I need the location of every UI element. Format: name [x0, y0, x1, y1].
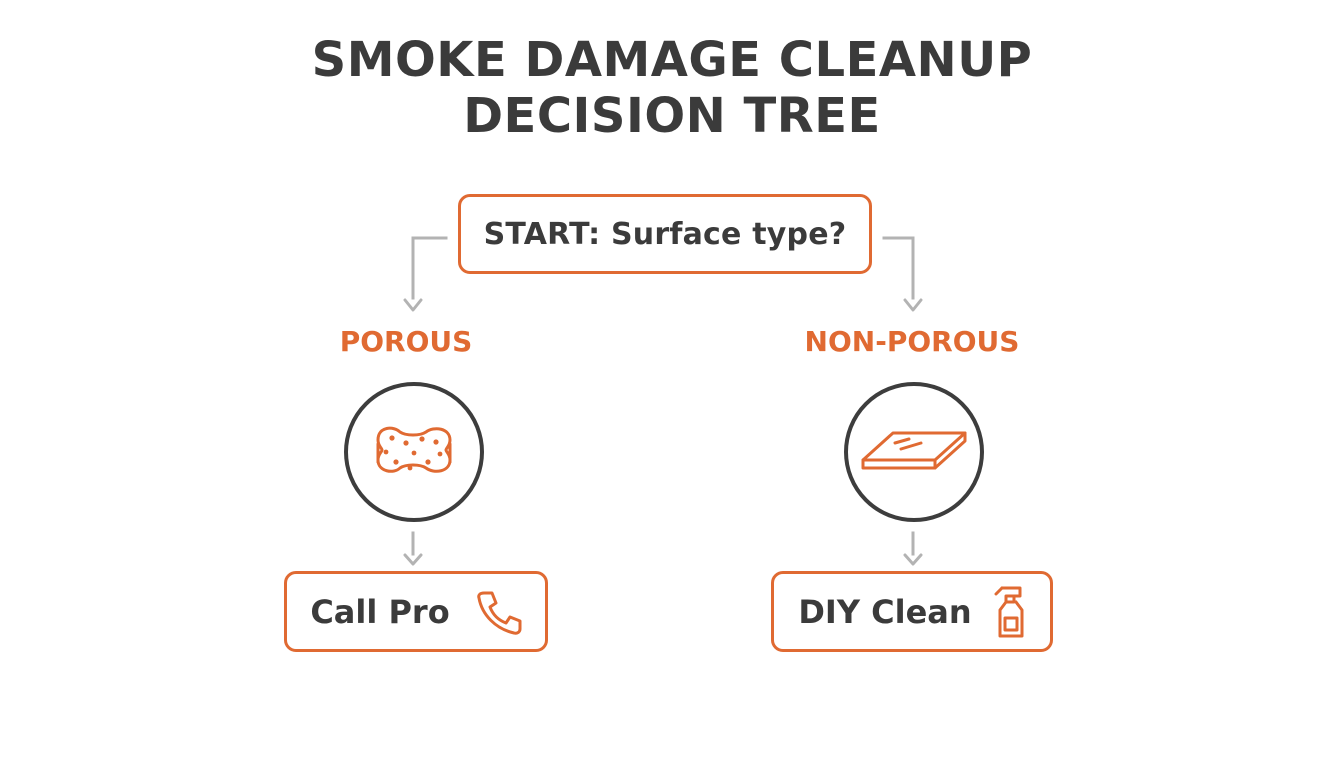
- phone-icon: [476, 589, 522, 635]
- porous-label: POROUS: [339, 325, 473, 358]
- non-porous-icon-circle: [844, 382, 984, 522]
- porous-icon-circle: [344, 382, 484, 522]
- connector-start-to-nonporous: [882, 236, 915, 300]
- page-title: SMOKE DAMAGE CLEANUP DECISION TREE: [0, 32, 1344, 144]
- start-node-label: START: Surface type?: [483, 216, 847, 252]
- title-line-2: DECISION TREE: [463, 88, 881, 144]
- glass-panel-icon: [859, 427, 969, 477]
- arrowhead-diy-clean: [903, 553, 923, 566]
- arrowhead-call-pro: [403, 553, 423, 566]
- sponge-icon: [370, 422, 458, 482]
- spray-bottle-icon: [992, 586, 1026, 638]
- diy-clean-node: DIY Clean: [771, 571, 1053, 652]
- title-line-1: SMOKE DAMAGE CLEANUP: [311, 32, 1033, 88]
- connector-start-to-porous: [411, 236, 448, 300]
- arrowhead-nonporous: [903, 298, 923, 312]
- arrowhead-porous: [403, 298, 423, 312]
- non-porous-label: NON-POROUS: [804, 325, 1020, 358]
- call-pro-label: Call Pro: [310, 592, 450, 631]
- diy-clean-label: DIY Clean: [798, 592, 972, 631]
- start-node: START: Surface type?: [458, 194, 872, 274]
- call-pro-node: Call Pro: [284, 571, 548, 652]
